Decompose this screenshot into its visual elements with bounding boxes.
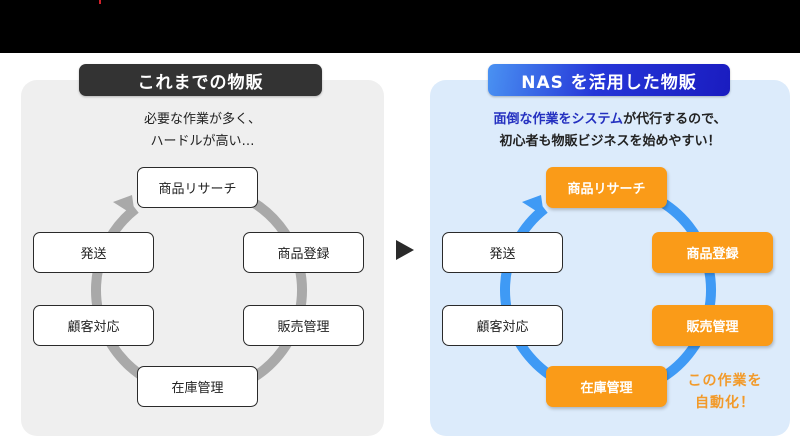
- cycle-arc: [91, 194, 307, 398]
- cycle-arrowhead: [522, 195, 544, 216]
- step-label: 在庫管理: [171, 381, 224, 396]
- before-title: これまでの物販: [79, 64, 322, 96]
- after-subtitle-rest: が代行するので、: [623, 112, 727, 127]
- before-subtitle-line1: 必要な作業が多く、: [143, 112, 261, 127]
- step-label: 販売管理: [686, 320, 739, 335]
- before-step-register: 商品登録: [243, 232, 364, 273]
- after-title: NAS を活用した物販: [488, 64, 730, 96]
- automate-line1: この作業を: [687, 373, 763, 389]
- before-subtitle-line2: ハードルが高い…: [150, 134, 255, 149]
- step-label: 発送: [489, 247, 516, 262]
- step-label: 商品リサーチ: [567, 182, 646, 197]
- before-step-inventory: 在庫管理: [137, 366, 258, 407]
- after-step-inventory: 在庫管理: [546, 366, 667, 407]
- cycle-arrowhead: [113, 195, 135, 216]
- step-label: 販売管理: [277, 320, 330, 335]
- step-label: 発送: [80, 247, 107, 262]
- after-subtitle-highlight: 面倒な作業をシステム: [493, 112, 624, 127]
- step-label: 商品リサーチ: [158, 182, 237, 197]
- transition-arrow-icon: [396, 240, 414, 260]
- after-subtitle: 面倒な作業をシステムが代行するので、 初心者も物販ビジネスを始めやすい！: [430, 109, 790, 153]
- after-step-sales-management: 販売管理: [652, 305, 773, 346]
- after-cycle-arrow-icon: [500, 194, 716, 398]
- after-step-research: 商品リサーチ: [546, 167, 667, 208]
- step-label: 顧客対応: [476, 320, 529, 335]
- before-step-research: 商品リサーチ: [137, 167, 258, 208]
- step-label: 顧客対応: [67, 320, 120, 335]
- after-subtitle-line1: 面倒な作業をシステムが代行するので、: [430, 109, 790, 131]
- before-cycle-arrow-icon: [91, 194, 307, 398]
- automate-label: この作業を 自動化！: [680, 370, 770, 414]
- before-subtitle: 必要な作業が多く、 ハードルが高い…: [21, 109, 384, 153]
- before-step-customer-support: 顧客対応: [33, 305, 154, 346]
- after-step-register: 商品登録: [652, 232, 773, 273]
- after-subtitle-line2: 初心者も物販ビジネスを始めやすい！: [499, 134, 721, 149]
- before-step-shipping: 発送: [33, 232, 154, 273]
- step-label: 商品登録: [686, 247, 739, 262]
- step-label: 商品登録: [277, 247, 330, 262]
- after-step-customer-support: 顧客対応: [442, 305, 563, 346]
- cycle-arc: [500, 194, 716, 398]
- before-step-sales-management: 販売管理: [243, 305, 364, 346]
- red-mark: [99, 0, 101, 4]
- top-black-band: [0, 0, 800, 53]
- automate-line2: 自動化！: [695, 395, 755, 411]
- after-step-shipping: 発送: [442, 232, 563, 273]
- step-label: 在庫管理: [580, 381, 633, 396]
